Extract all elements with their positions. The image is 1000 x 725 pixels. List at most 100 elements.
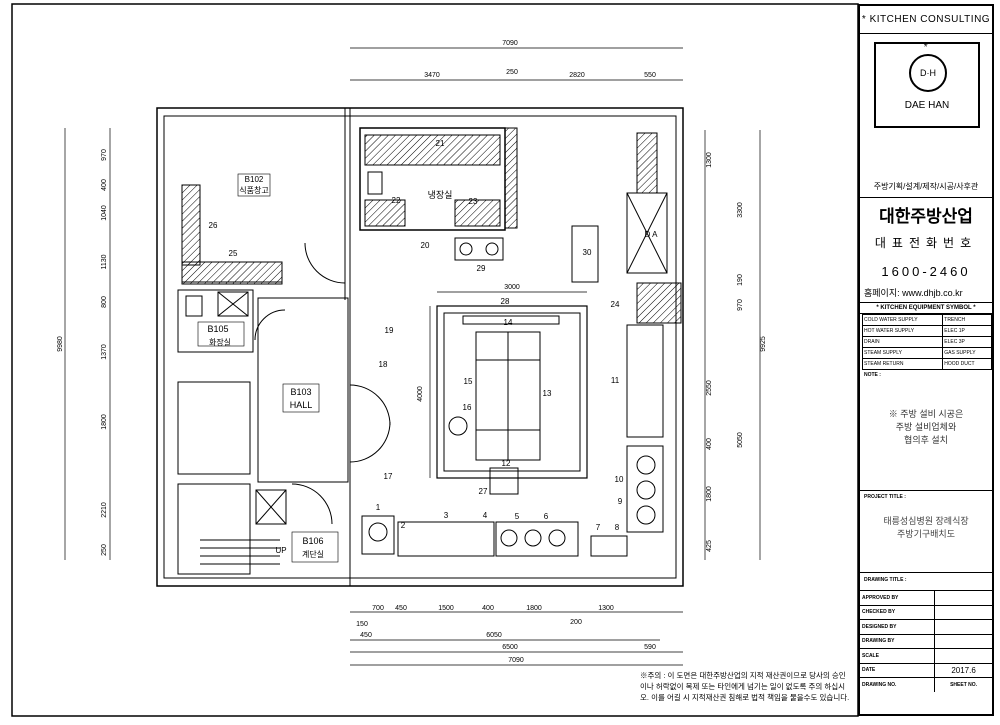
dim-bottom-6: 200 [570, 619, 582, 626]
dim-right-5050: 5050 [737, 432, 744, 448]
room-b105-code: B105 [207, 324, 228, 334]
dim-right-1: 3300 [737, 202, 744, 218]
eq-4: 4 [483, 511, 488, 520]
info-row: SCALE [860, 648, 992, 663]
info-row: CHECKED BY [860, 604, 992, 620]
eq-14: 14 [504, 318, 513, 327]
project-line-2: 주방기구배치도 [897, 529, 955, 539]
eq-9: 9 [618, 497, 623, 506]
dim-bottom-4: 400 [482, 605, 494, 612]
dim-bottom-590: 590 [644, 644, 656, 651]
room-b106-name: 계단실 [302, 549, 324, 559]
info-value [934, 648, 992, 663]
room-b106-code: B106 [302, 536, 323, 546]
eq-22: 22 [392, 196, 401, 205]
sheet-border [11, 3, 859, 717]
eq-11: 11 [611, 376, 620, 385]
symbol-label: ELEC 3P [942, 336, 992, 348]
dim-right-2: 190 [737, 274, 744, 286]
note-line-2: 주방 설비업체와 [895, 422, 957, 432]
eq-13: 13 [543, 389, 552, 398]
dim-right-5: 400 [706, 438, 713, 450]
logo-mark: D·H [909, 54, 947, 92]
dimension-lines [64, 47, 761, 666]
eq-21: 21 [436, 139, 445, 148]
eq-5: 5 [515, 512, 520, 521]
storage-shelves [181, 261, 283, 283]
dim-bottom-6050: 6050 [486, 632, 502, 639]
bottom-equipment [361, 225, 628, 557]
eq-6: 6 [544, 512, 549, 521]
info-row: DRAWING BY [860, 633, 992, 649]
project-title: 태릉성심병원 장례식장 주방기구배치도 [860, 515, 992, 541]
eq-8: 8 [615, 523, 620, 532]
outer-walls [156, 107, 684, 587]
eq-26: 26 [209, 221, 218, 230]
info-row: DESIGNED BY [860, 619, 992, 634]
dim-top-total: 7090 [502, 40, 518, 47]
eq-2: 2 [401, 521, 406, 530]
eq-1: 1 [376, 503, 381, 512]
info-value [934, 590, 992, 605]
note-label: NOTE : [864, 372, 881, 378]
room-b103-name: HALL [290, 400, 313, 410]
eq-29: 29 [477, 264, 486, 273]
island-counter [436, 305, 588, 495]
dim-left-1: 400 [101, 179, 108, 191]
dim-island-w: 3000 [504, 284, 520, 291]
dim-left-0: 970 [101, 149, 108, 161]
note-text: ※ 주방 설비 시공은 주방 설비업체와 협의후 설치 [860, 408, 992, 447]
services-line: 주방기획/설계/제작/시공/사후관 [860, 176, 992, 198]
symbol-label: COLD WATER SUPPLY [861, 314, 944, 326]
dim-left-4: 800 [101, 296, 108, 308]
dim-left-8: 250 [101, 544, 108, 556]
symbol-label: HOOD DUCT [942, 358, 992, 370]
symbol-label: STEAM SUPPLY [861, 347, 944, 359]
project-line-1: 태릉성심병원 장례식장 [883, 516, 969, 526]
drawing-title-section: DRAWING TITLE : [860, 572, 992, 591]
dim-bottom-1: 700 [372, 605, 384, 612]
dim-top-1: 3470 [424, 72, 440, 79]
eq-17: 17 [384, 472, 393, 481]
eq-3: 3 [444, 511, 449, 520]
room-b103-code: B103 [290, 387, 311, 397]
eq-15: 15 [464, 377, 473, 386]
title-block: * KITCHEN CONSULTING * D·H DAE HAN 주방기획/… [858, 4, 994, 716]
eq-23: 23 [469, 197, 478, 206]
info-label: DRAWING NO. [860, 677, 935, 692]
info-label: DATE [860, 662, 935, 678]
eq-10: 10 [615, 475, 624, 484]
dim-island-h: 4000 [417, 386, 424, 402]
copyright-note: ※주의 : 이 도면은 대한주방산업의 지적 재산권이므로 당사의 승인이나 허… [640, 671, 850, 702]
right-equipment [626, 192, 668, 533]
symbol-label: DRAIN [861, 336, 944, 348]
eq-16: 16 [463, 403, 472, 412]
title-header: * KITCHEN CONSULTING * [860, 6, 992, 53]
dim-bottom-150: 150 [356, 621, 368, 628]
info-row: DRAWING NO.SHEET NO. [860, 677, 992, 692]
stair [200, 539, 280, 565]
dim-bottom-3: 1500 [438, 605, 454, 612]
room-b102-name: 식품창고 [239, 186, 268, 195]
symbol-table-title: * KITCHEN EQUIPMENT SYMBOL * [860, 302, 992, 314]
eq-27: 27 [479, 487, 488, 496]
partitions [177, 242, 391, 575]
eq-24: 24 [611, 300, 620, 309]
info-label: DRAWING BY [860, 633, 935, 649]
info-row: APPROVED BY [860, 590, 992, 605]
dim-right-4: 2550 [706, 380, 713, 396]
company-name: 대한주방산업 [879, 207, 973, 226]
dim-left-3: 1130 [101, 254, 108, 269]
dim-top-2: 250 [506, 69, 518, 76]
info-value [934, 604, 992, 620]
dimension-texts: 7090 3470 250 2820 550 3000 4000 700 450… [57, 40, 767, 664]
tel-label: 대표전화번호 [874, 236, 978, 250]
drawing-label: DRAWING TITLE : [864, 577, 907, 583]
dim-left-7: 2210 [101, 502, 108, 518]
info-value [934, 619, 992, 634]
